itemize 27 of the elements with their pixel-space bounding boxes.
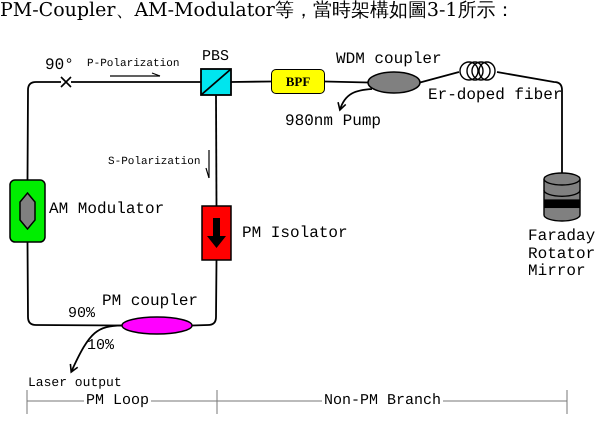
arrow — [338, 88, 372, 111]
component-label: WDM coupler — [336, 51, 442, 69]
component-label: 980nm Pump — [285, 110, 397, 132]
component-label: PM Isolator — [242, 225, 348, 243]
component-label: AM Modulator — [49, 201, 164, 219]
body-text: PM-Coupler、AM-Modulator等，當時架構如圖3-1所示： — [0, 0, 514, 21]
component-label: PM coupler — [102, 293, 198, 311]
fiber-line — [230, 80, 272, 83]
arrow — [70, 324, 122, 373]
fiber-line — [420, 71, 460, 84]
fiber-line — [324, 80, 368, 84]
fiber-line — [71, 81, 201, 83]
component-label: Er-doped fiber — [428, 87, 562, 105]
edge-label: 10% — [87, 338, 114, 354]
component-label: PBS — [202, 49, 230, 66]
fiber-line — [26, 81, 61, 180]
fiber-line — [496, 71, 563, 173]
component-label: Laser output — [28, 372, 136, 392]
filter-box: BPF — [271, 69, 325, 94]
polarization-label: S-Polarization — [108, 156, 200, 168]
edge-label: 90% — [68, 306, 96, 322]
polarization-label: P-Polarization — [87, 58, 180, 70]
fiber-line — [192, 260, 218, 326]
section-label: PM Loop — [84, 393, 152, 410]
component-label: Faraday Rotator Mirror — [528, 228, 596, 281]
fiber-line — [215, 95, 218, 206]
component-label: 90° — [45, 57, 74, 75]
